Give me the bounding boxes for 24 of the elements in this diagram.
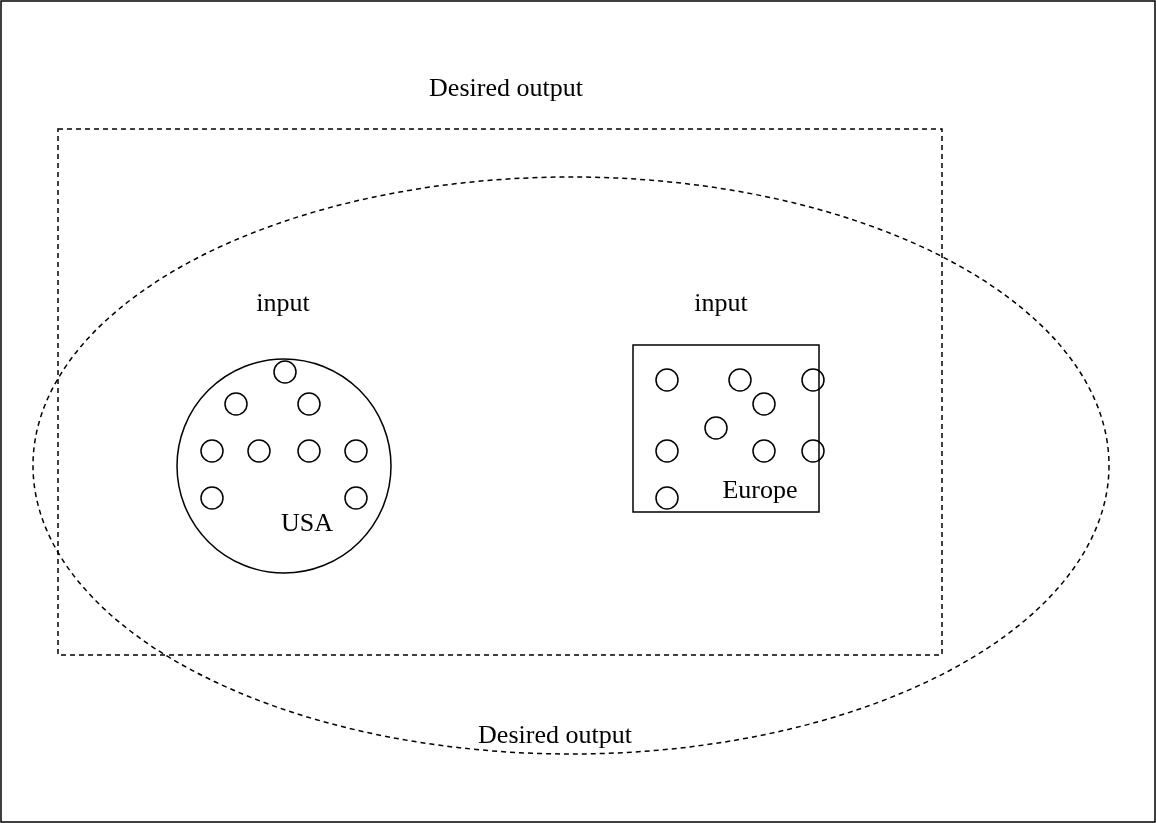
point-circle — [297, 392, 321, 416]
point-circle — [200, 439, 224, 463]
region-label: USA — [281, 508, 333, 538]
region-label: Europe — [722, 475, 798, 505]
point-circle — [655, 439, 679, 463]
point-circle — [655, 368, 679, 392]
region-heading: input — [256, 288, 310, 318]
point-circle — [200, 486, 224, 510]
point-circle — [344, 439, 368, 463]
region-title: Desired output — [429, 73, 583, 103]
point-circle — [224, 392, 248, 416]
region-title: Desired output — [478, 720, 632, 750]
region-heading: input — [694, 288, 748, 318]
point-circle — [344, 486, 368, 510]
point-circle — [728, 368, 752, 392]
point-circle — [704, 416, 728, 440]
point-circle — [655, 486, 679, 510]
point-circle — [801, 439, 825, 463]
point-circle — [801, 368, 825, 392]
point-circle — [752, 439, 776, 463]
point-circle — [297, 439, 321, 463]
point-circle — [752, 392, 776, 416]
point-circle — [273, 360, 297, 384]
point-circle — [247, 439, 271, 463]
